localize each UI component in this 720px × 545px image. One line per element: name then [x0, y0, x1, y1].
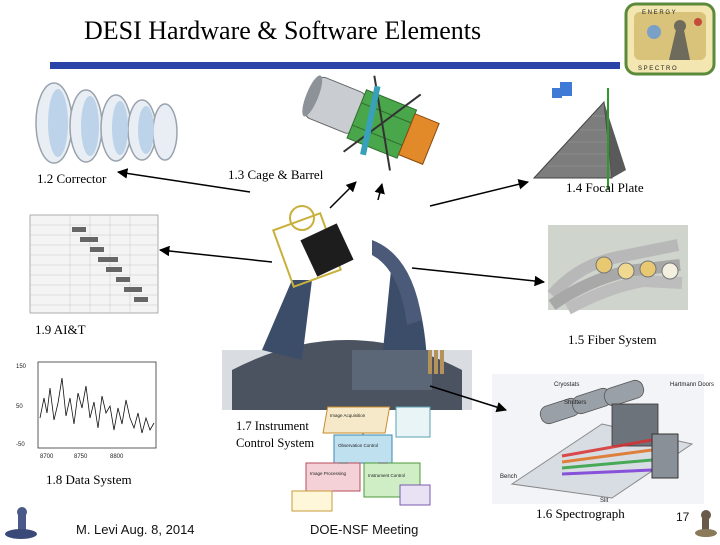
footer-meeting: DOE-NSF Meeting	[310, 522, 418, 537]
mascot-right-image	[694, 508, 718, 538]
page-number: 17	[676, 510, 689, 524]
arrow-corrector	[118, 172, 250, 192]
mascot-left-image	[4, 506, 38, 540]
arrow-fiber-system	[412, 268, 544, 282]
arrow-cage-barrel-2	[378, 184, 382, 200]
arrow-spectrograph	[430, 386, 506, 410]
arrow-ait	[160, 250, 272, 262]
arrow-cage-barrel	[330, 182, 356, 208]
footer-author-date: M. Levi Aug. 8, 2014	[76, 522, 195, 537]
arrow-focal-plate	[430, 182, 528, 206]
